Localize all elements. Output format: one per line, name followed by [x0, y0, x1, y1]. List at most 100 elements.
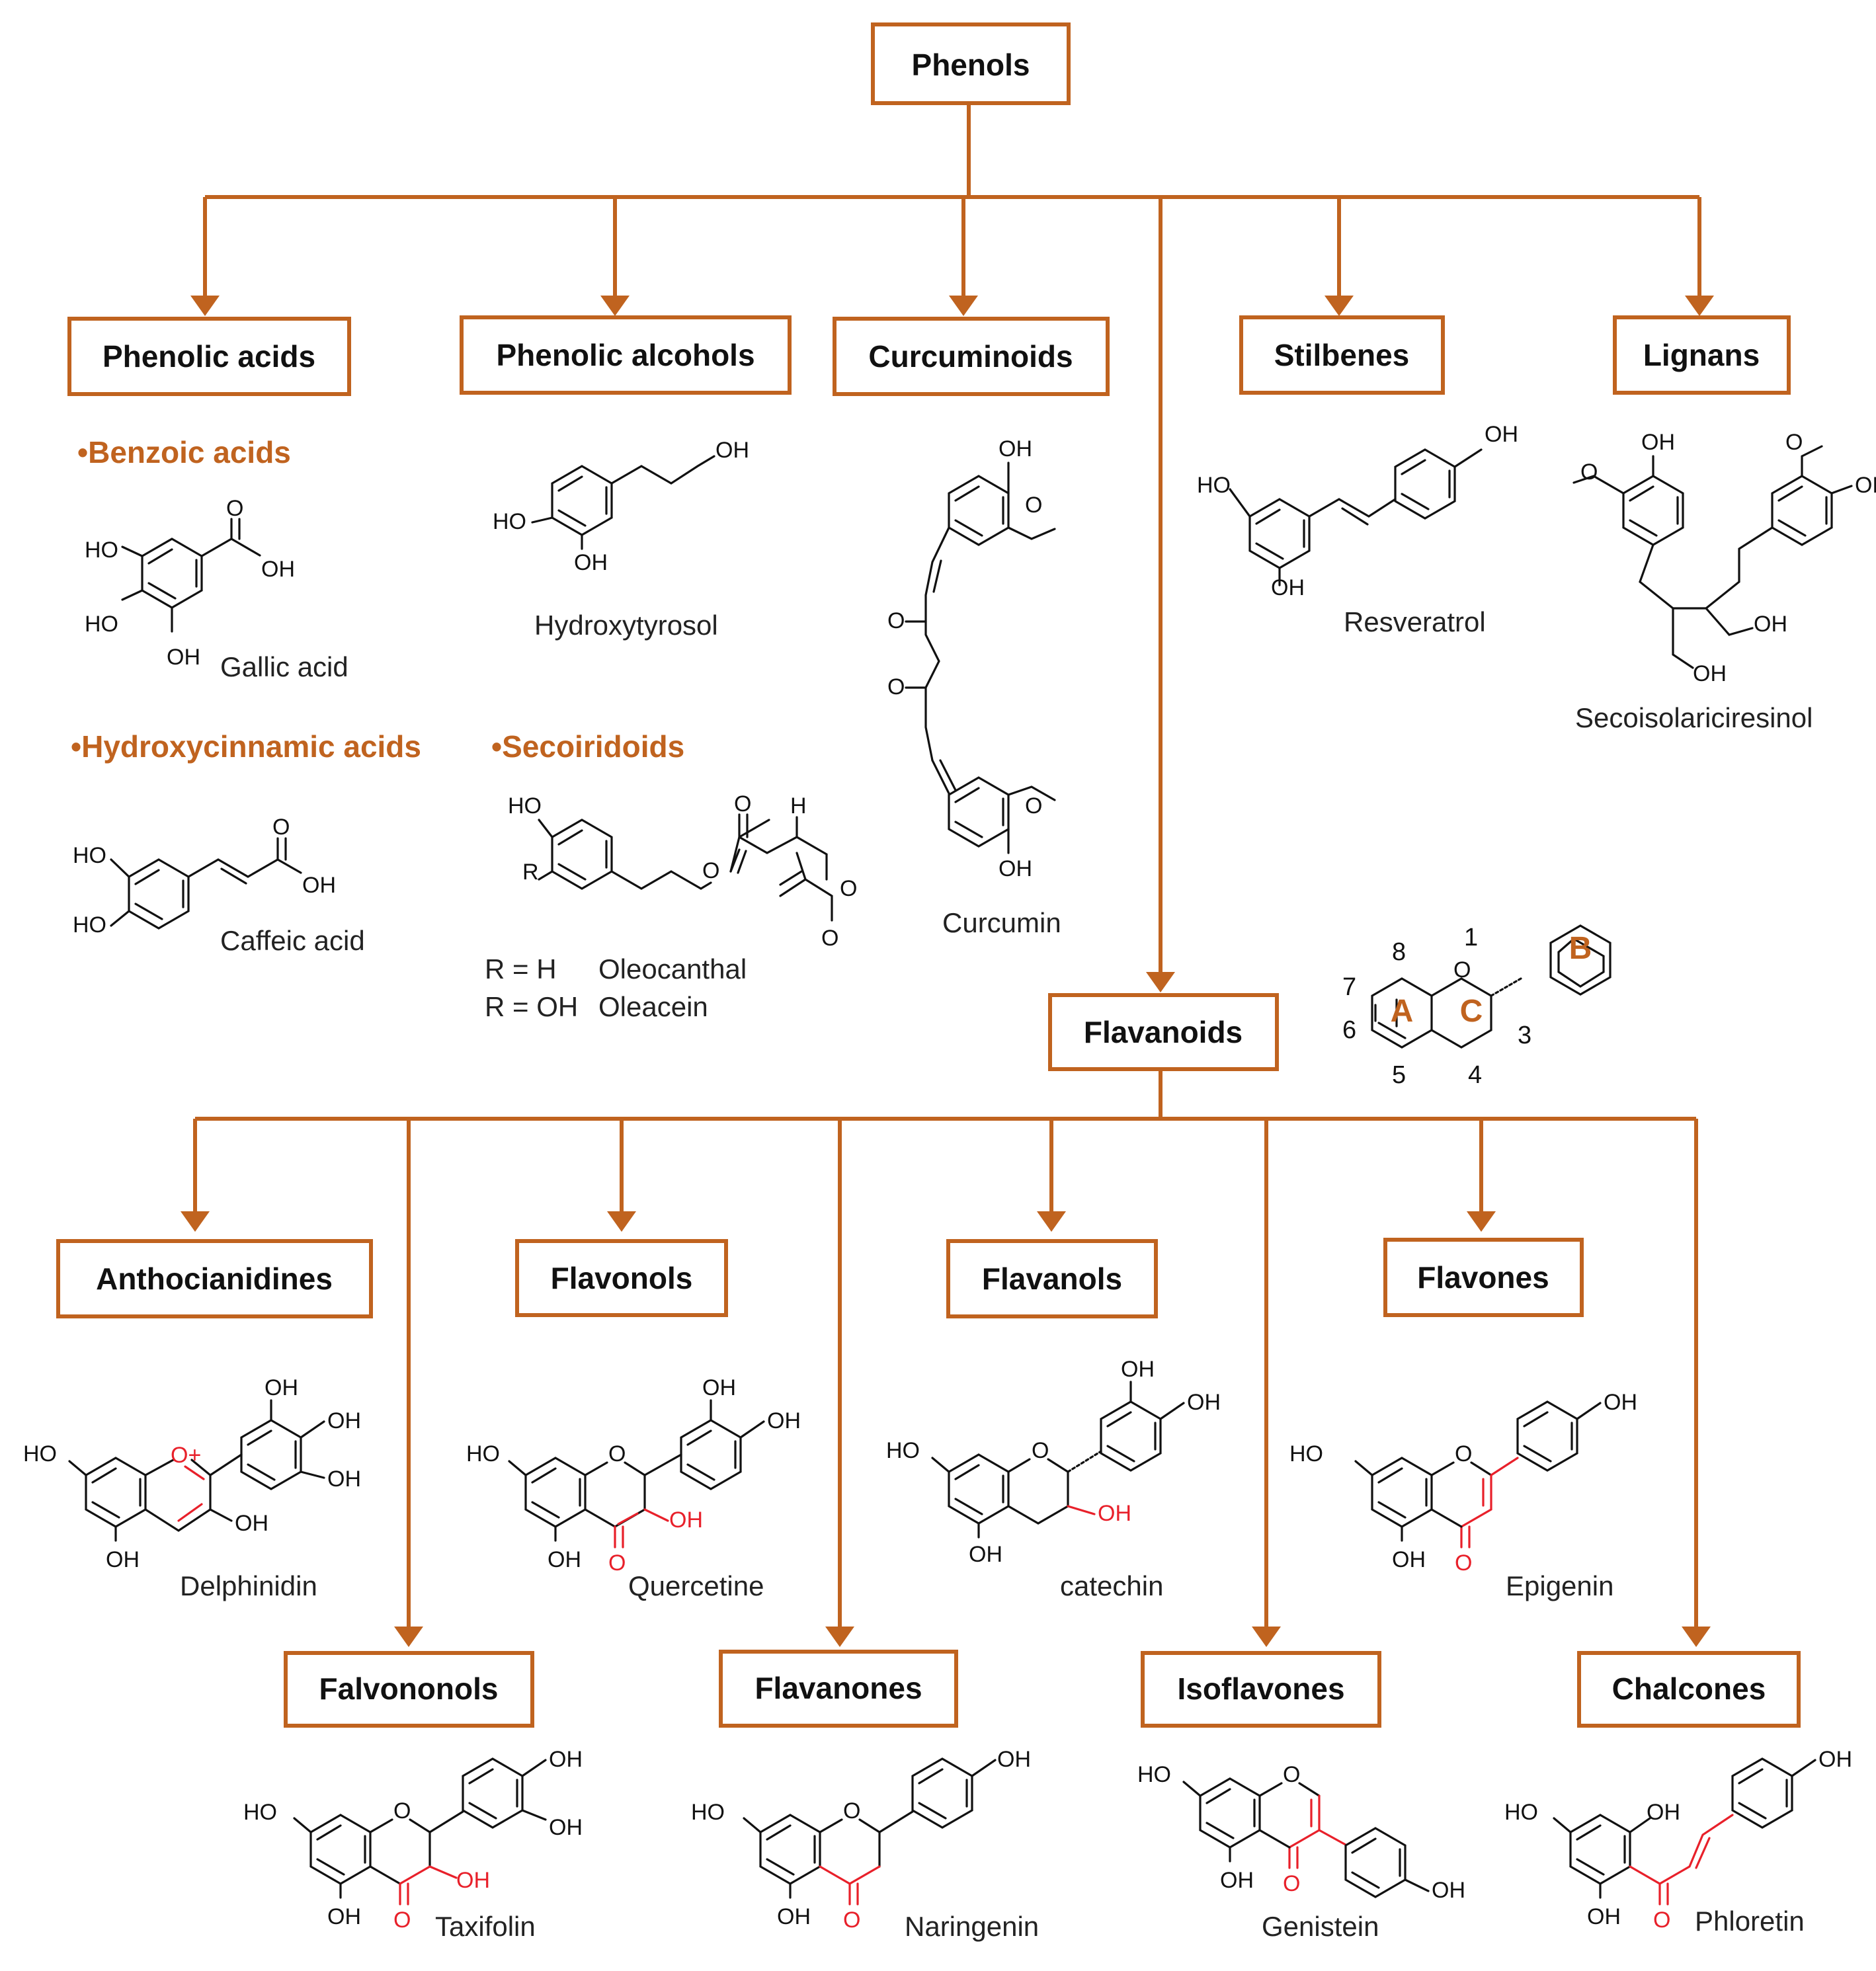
svg-text:O: O: [608, 1441, 626, 1467]
box-stilbenes: Stilbenes: [1239, 315, 1445, 395]
svg-text:Phenolic acids: Phenolic acids: [102, 339, 315, 374]
svg-text:Flavonols: Flavonols: [551, 1261, 693, 1295]
svg-text:O: O: [1032, 1438, 1049, 1463]
svg-text:OH: OH: [1604, 1390, 1637, 1415]
label-hydroxycinnamic-acids: •Hydroxycinnamic acids: [71, 729, 421, 764]
svg-text:Phenolic alcohols: Phenolic alcohols: [496, 338, 754, 372]
structure-gallic-acid: O OH HO HO OH: [85, 496, 295, 670]
svg-text:OH: OH: [261, 557, 295, 582]
svg-text:Flavones: Flavones: [1417, 1260, 1549, 1295]
caption-phloretin: Phloretin: [1695, 1906, 1805, 1937]
svg-text:O: O: [702, 858, 719, 883]
svg-text:Stilbenes: Stilbenes: [1274, 338, 1410, 372]
svg-text:O: O: [1785, 430, 1803, 455]
structure-secoisolariciresinol: OH O OH OH OH O: [1572, 430, 1876, 686]
svg-text:Phenols: Phenols: [912, 48, 1030, 82]
svg-text:Anthocianidines: Anthocianidines: [96, 1262, 333, 1296]
svg-text:OH: OH: [456, 1868, 490, 1893]
svg-text:OH: OH: [327, 1467, 361, 1492]
structure-catechin: OH OH HO OH O OH: [886, 1357, 1221, 1567]
svg-text:HO: HO: [1197, 473, 1231, 498]
caption-oleocanthal: Oleocanthal: [598, 953, 747, 985]
svg-text:OH: OH: [302, 873, 336, 898]
structure-taxifolin: OH OH HO OH O OH O: [243, 1747, 583, 1933]
label-secoiridoids: •Secoiridoids: [491, 729, 684, 764]
svg-text:HO: HO: [85, 538, 118, 563]
svg-text:O: O: [840, 876, 857, 901]
svg-text:OH: OH: [327, 1408, 361, 1433]
svg-text:O: O: [887, 674, 905, 700]
svg-text:O: O: [1653, 1908, 1670, 1933]
structure-oleocanthal: HO R O O H O O: [508, 791, 857, 951]
svg-text:HO: HO: [1137, 1762, 1171, 1787]
box-curcuminoids: Curcuminoids: [833, 317, 1110, 396]
structures: O OH HO HO OH O OH HO HO OH HO OH: [23, 422, 1876, 1933]
svg-text:OH: OH: [715, 438, 749, 463]
svg-text:O: O: [272, 815, 290, 840]
box-phenolic-acids: Phenolic acids: [67, 317, 351, 396]
box-phenolic-alcohols: Phenolic alcohols: [460, 315, 792, 395]
structure-delphinidin: OH OH OH OH HO OH O+: [23, 1375, 361, 1572]
svg-text:OH: OH: [969, 1542, 1002, 1567]
caption-delphinidin: Delphinidin: [180, 1570, 317, 1601]
svg-text:OH: OH: [1587, 1904, 1621, 1929]
svg-text:Isoflavones: Isoflavones: [1177, 1671, 1344, 1706]
box-chalcones: Chalcones: [1577, 1651, 1801, 1728]
caption-gallic-acid: Gallic acid: [220, 651, 348, 682]
svg-text:Flavanols: Flavanols: [982, 1262, 1122, 1296]
svg-text:O: O: [1455, 1550, 1472, 1576]
structure-hydroxytyrosol: OH HO OH: [493, 438, 749, 575]
caption-genistein: Genistein: [1262, 1911, 1379, 1942]
box-phenols: Phenols: [871, 22, 1071, 105]
svg-text:HO: HO: [493, 509, 526, 534]
svg-text:Flavanones: Flavanones: [754, 1671, 922, 1705]
caption-resveratrol: Resveratrol: [1344, 606, 1486, 637]
box-falvononols: Falvononols: [284, 1651, 534, 1728]
svg-text:Falvononols: Falvononols: [319, 1671, 499, 1706]
svg-text:H: H: [790, 793, 807, 819]
svg-text:OH: OH: [549, 1747, 583, 1772]
svg-text:7: 7: [1342, 973, 1356, 1001]
svg-text:O: O: [226, 496, 243, 521]
caption-taxifolin: Taxifolin: [435, 1911, 536, 1942]
svg-text:OH: OH: [1392, 1547, 1426, 1572]
caption-catechin: catechin: [1060, 1570, 1163, 1601]
svg-text:OH: OH: [1754, 612, 1787, 637]
svg-text:O: O: [608, 1550, 626, 1576]
svg-text:O: O: [393, 1798, 411, 1824]
svg-text:HO: HO: [73, 843, 106, 868]
svg-text:HO: HO: [691, 1800, 725, 1825]
caption-epigenin: Epigenin: [1506, 1570, 1613, 1601]
caption-r-h: R = H: [485, 953, 557, 985]
structure-flavan-skeleton: A C B O 8 1 7 6 5 4 3: [1342, 924, 1611, 1089]
box-flavanols: Flavanols: [946, 1239, 1158, 1318]
svg-text:Flavanoids: Flavanoids: [1084, 1015, 1243, 1049]
svg-text:O: O: [887, 608, 905, 633]
caption-quercetine: Quercetine: [628, 1570, 764, 1601]
caption-curcumin: Curcumin: [942, 907, 1061, 938]
box-anthocianidines: Anthocianidines: [56, 1239, 373, 1318]
svg-text:OH: OH: [997, 1747, 1031, 1772]
svg-text:OH: OH: [235, 1511, 268, 1536]
svg-text:O: O: [1580, 460, 1598, 485]
svg-text:OH: OH: [1485, 422, 1518, 447]
caption-caffeic-acid: Caffeic acid: [220, 925, 365, 956]
svg-text:OH: OH: [1432, 1878, 1465, 1903]
structure-curcumin: OH O O O O OH: [887, 436, 1056, 881]
svg-text:OH: OH: [1220, 1868, 1254, 1893]
svg-text:OH: OH: [767, 1408, 801, 1433]
svg-text:O: O: [393, 1908, 411, 1933]
svg-text:OH: OH: [327, 1904, 361, 1929]
svg-text:HO: HO: [1504, 1800, 1538, 1825]
svg-text:OH: OH: [106, 1547, 140, 1572]
svg-text:O: O: [1025, 793, 1042, 819]
box-lignans: Lignans: [1613, 315, 1791, 395]
structure-phloretin: OH HO OH OH O: [1504, 1747, 1852, 1933]
svg-text:HO: HO: [23, 1441, 57, 1467]
svg-text:OH: OH: [265, 1375, 298, 1400]
svg-text:4: 4: [1468, 1061, 1482, 1089]
caption-naringenin: Naringenin: [905, 1911, 1039, 1942]
svg-text:O: O: [1455, 1441, 1472, 1467]
svg-text:5: 5: [1392, 1061, 1406, 1089]
